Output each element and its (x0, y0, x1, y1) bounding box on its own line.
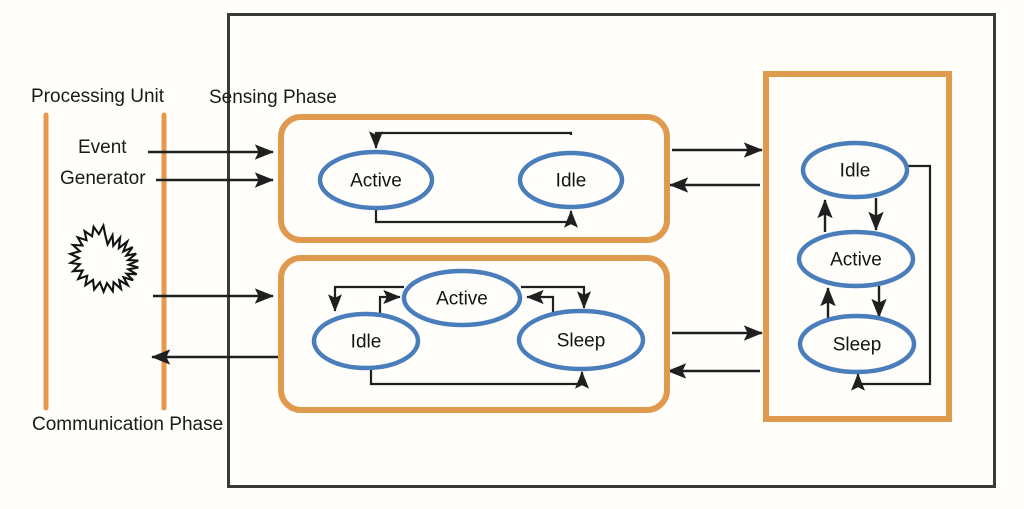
node-active-label: Active (830, 249, 882, 271)
node-idle-state[interactable] (800, 140, 910, 200)
communication-phase-label: Communication Phase (32, 414, 224, 435)
comm-sleep-label: Sleep (556, 330, 606, 352)
generator-label: Generator (60, 168, 146, 189)
processing-unit-label: Processing Unit (31, 86, 165, 107)
sensing-phase-label: Sensing Phase (209, 87, 337, 108)
comm-idle-state[interactable] (311, 311, 421, 371)
comm-sleep-to-active-arrow (526, 289, 555, 319)
comm-active-to-sleep-arrow (521, 285, 592, 309)
node-state-box (763, 71, 952, 422)
outer-system-border (227, 13, 996, 488)
sensing-idle-label: Idle (555, 170, 587, 192)
event-label: Event (78, 137, 127, 158)
communication-phase-box (278, 255, 670, 413)
node-sleep-state[interactable] (797, 313, 917, 375)
sensing-active-label: Active (350, 170, 402, 192)
sensing-active-to-idle-arrow (374, 209, 579, 228)
comm-sleep-state[interactable] (516, 308, 646, 372)
sensing-phase-box (278, 114, 670, 243)
sensing-active-state[interactable] (317, 149, 435, 211)
comm-idle-label: Idle (350, 331, 382, 353)
comm-active-label: Active (436, 288, 488, 310)
comm-idle-to-active-arrow (378, 289, 401, 318)
sensing-idle-state[interactable] (517, 150, 625, 210)
sensing-idle-to-active-arrow (368, 131, 573, 149)
comm-active-state[interactable] (401, 268, 523, 328)
comm-idle-to-sleep-arrow (369, 366, 590, 389)
starburst-icon (67, 222, 139, 295)
comm-active-to-idle-arrow (327, 285, 404, 312)
node-sleep-label: Sleep (832, 334, 882, 356)
node-idle-label: Idle (839, 160, 871, 182)
node-idle-to-sleep-bypass-arrow (850, 164, 932, 391)
node-active-state[interactable] (796, 229, 916, 289)
